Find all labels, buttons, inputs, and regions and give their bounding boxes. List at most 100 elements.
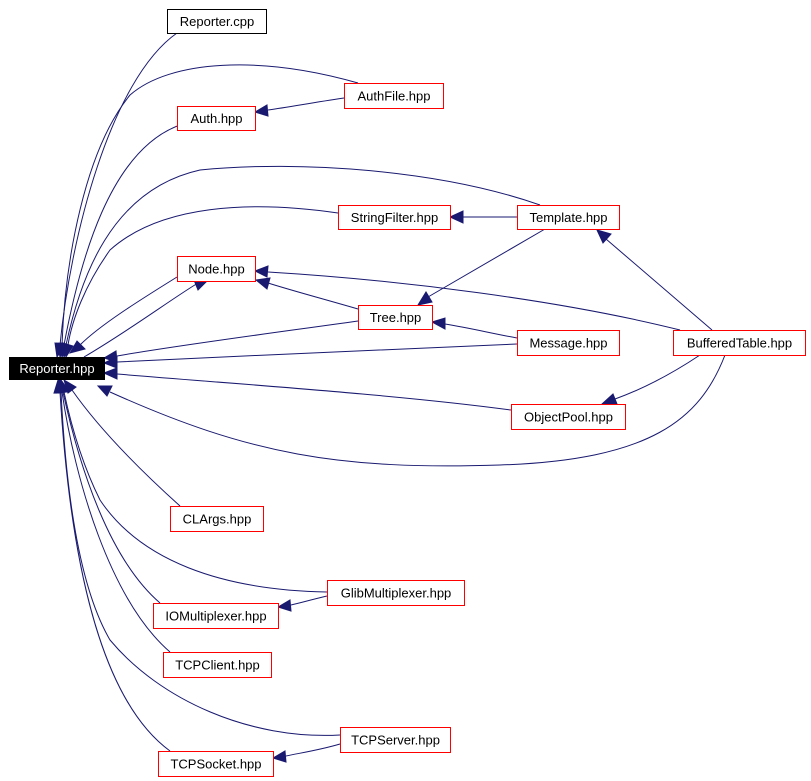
node-label: AuthFile.hpp <box>358 89 431 104</box>
edge-template_hpp-to-stringfilter_hpp <box>448 210 517 224</box>
node-label: Reporter.hpp <box>19 361 94 376</box>
edge-line <box>61 391 171 653</box>
edge-tcpserver_hpp-to-reporter_hpp <box>54 378 341 736</box>
edge-arrowhead <box>448 210 464 224</box>
node-authfile-hpp[interactable]: AuthFile.hpp <box>344 83 444 109</box>
edge-arrowhead <box>253 104 269 117</box>
node-iomultiplexer-hpp[interactable]: IOMultiplexer.hpp <box>153 603 279 629</box>
edge-arrowhead <box>68 340 86 354</box>
edge-arrowhead <box>102 356 118 369</box>
node-box[interactable] <box>338 205 451 230</box>
edge-line <box>63 391 328 593</box>
edge-iomultiplexer_hpp-to-reporter_hpp <box>56 378 161 604</box>
node-node-hpp[interactable]: Node.hpp <box>177 256 256 282</box>
edge-line <box>65 165 541 346</box>
edge-line <box>71 389 181 507</box>
edge-arrowhead <box>96 385 113 397</box>
edge-line <box>427 228 546 298</box>
node-template-hpp[interactable]: Template.hpp <box>517 205 620 230</box>
edge-line <box>59 32 178 346</box>
edge-bufferedtable_hpp-to-template_hpp <box>596 229 713 331</box>
node-box[interactable] <box>9 357 105 380</box>
node-label: ObjectPool.hpp <box>524 410 613 425</box>
edge-line <box>116 373 512 411</box>
node-box[interactable] <box>170 506 264 532</box>
node-box[interactable] <box>517 205 620 230</box>
node-label: Reporter.cpp <box>180 14 254 29</box>
node-box[interactable] <box>163 652 272 678</box>
node-label: Tree.hpp <box>370 310 422 325</box>
node-box[interactable] <box>511 404 626 430</box>
edge-line <box>67 206 339 346</box>
edge-line <box>59 391 171 752</box>
graph-edges <box>53 32 726 763</box>
edge-message_hpp-to-reporter_hpp <box>102 343 518 369</box>
node-tcpserver-hpp[interactable]: TCPServer.hpp <box>340 727 451 753</box>
graph-nodes: Reporter.hpp Reporter.cppAuthFile.hppAuth… <box>9 9 806 777</box>
edge-arrowhead <box>62 342 74 359</box>
edge-arrowhead <box>254 277 271 290</box>
node-box[interactable] <box>327 580 465 606</box>
node-auth-hpp[interactable]: Auth.hpp <box>177 106 256 131</box>
edge-line <box>62 391 161 604</box>
node-tcpclient-hpp[interactable]: TCPClient.hpp <box>163 652 272 678</box>
node-tcpsocket-hpp[interactable]: TCPSocket.hpp <box>158 751 274 777</box>
edge-line <box>60 391 341 736</box>
node-box[interactable] <box>177 256 256 282</box>
node-box[interactable] <box>344 83 444 109</box>
edge-line <box>444 323 518 339</box>
edge-template_hpp-to-tree_hpp <box>416 228 546 306</box>
node-bufferedtable-hpp[interactable]: BufferedTable.hpp <box>673 330 806 356</box>
edge-bufferedtable_hpp-to-objectpool_hpp <box>600 354 701 405</box>
edge-line <box>605 238 713 331</box>
edge-arrowhead <box>430 317 446 330</box>
edge-line <box>267 97 345 111</box>
node-box[interactable] <box>673 330 806 356</box>
node-label: Node.hpp <box>188 262 244 277</box>
edge-arrowhead <box>596 229 612 244</box>
node-reporter-hpp[interactable]: Reporter.hpp <box>9 357 105 380</box>
node-box[interactable] <box>177 106 256 131</box>
edge-line <box>267 282 359 310</box>
node-clargs-hpp[interactable]: CLArgs.hpp <box>170 506 264 532</box>
node-glibmultiplexer-hpp[interactable]: GlibMultiplexer.hpp <box>327 580 465 606</box>
node-label: Message.hpp <box>529 336 607 351</box>
edge-node_hpp-to-reporter_hpp <box>68 276 178 354</box>
edge-line <box>614 354 701 400</box>
node-box[interactable] <box>340 727 451 753</box>
node-box[interactable] <box>158 751 274 777</box>
node-label: StringFilter.hpp <box>351 210 438 225</box>
node-label: BufferedTable.hpp <box>687 336 792 351</box>
node-label: TCPServer.hpp <box>351 733 440 748</box>
node-message-hpp[interactable]: Message.hpp <box>517 330 620 356</box>
edge-line <box>83 282 199 358</box>
node-tree-hpp[interactable]: Tree.hpp <box>358 305 433 330</box>
edge-line <box>61 64 359 346</box>
node-box[interactable] <box>517 330 620 356</box>
edge-line <box>63 124 181 346</box>
edge-arrowhead <box>416 291 433 306</box>
node-stringfilter-hpp[interactable]: StringFilter.hpp <box>338 205 451 230</box>
edge-message_hpp-to-tree_hpp <box>430 317 518 339</box>
edge-line <box>267 271 681 331</box>
node-objectpool-hpp[interactable]: ObjectPool.hpp <box>511 404 626 430</box>
edge-line <box>79 276 178 346</box>
node-label: TCPSocket.hpp <box>170 757 261 772</box>
node-label: CLArgs.hpp <box>183 512 252 527</box>
edge-arrowhead <box>253 265 269 278</box>
node-box[interactable] <box>153 603 279 629</box>
node-reporter-cpp[interactable]: Reporter.cpp <box>167 9 267 34</box>
edge-tcpsocket_hpp-to-reporter_hpp <box>53 378 171 752</box>
edge-arrowhead <box>600 393 618 405</box>
node-box[interactable] <box>358 305 433 330</box>
edge-glibmultiplexer_hpp-to-reporter_hpp <box>58 378 328 593</box>
edge-arrowhead <box>271 750 287 763</box>
node-label: IOMultiplexer.hpp <box>165 609 266 624</box>
node-label: Template.hpp <box>529 210 607 225</box>
node-box[interactable] <box>167 9 267 34</box>
edge-clargs_hpp-to-reporter_hpp <box>63 378 181 507</box>
edge-reporter_hpp-to-node_hpp <box>83 279 210 358</box>
node-label: TCPClient.hpp <box>175 658 260 673</box>
edge-glibmultiplexer_hpp-to-iomultiplexer_hpp <box>276 595 328 612</box>
